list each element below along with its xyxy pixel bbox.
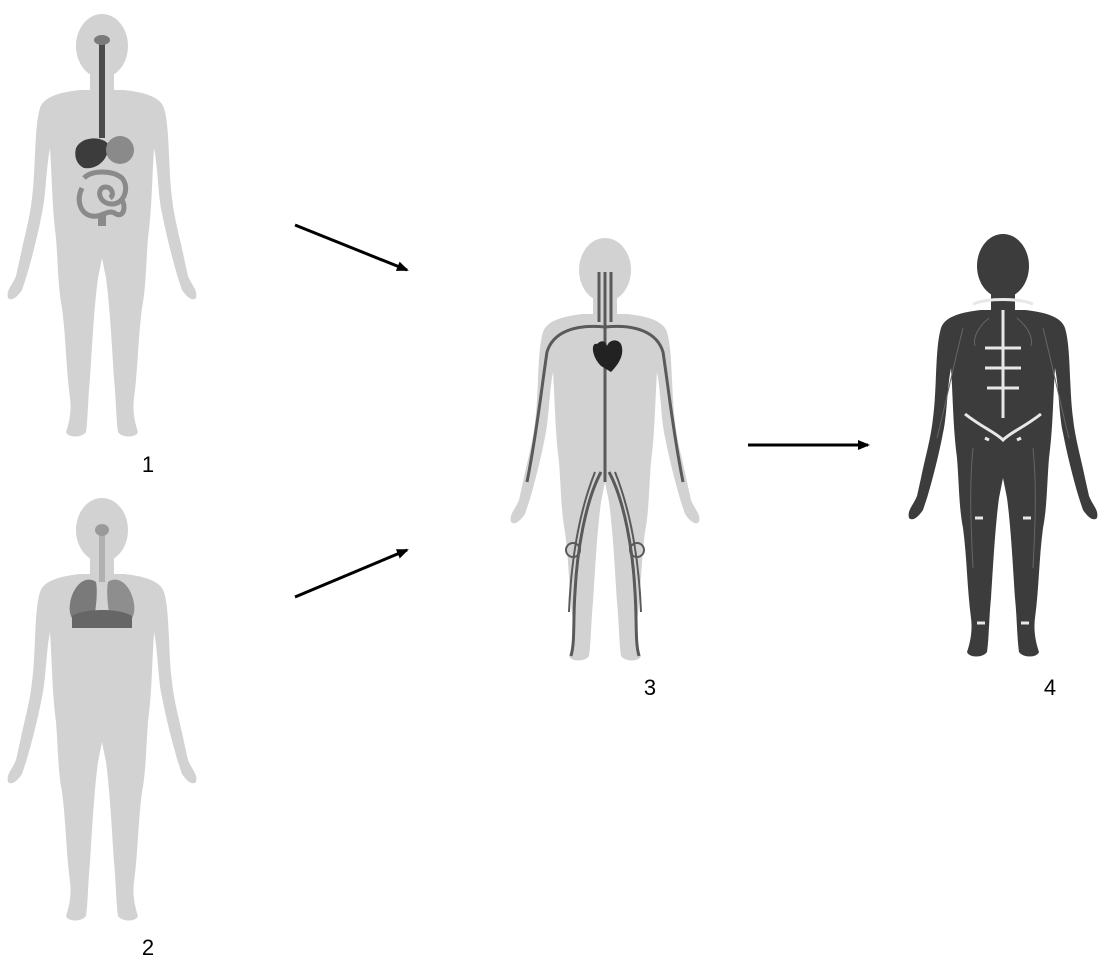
circulatory-system-figure (511, 238, 700, 661)
respiratory-system-figure (8, 498, 197, 921)
diaphragm (72, 610, 132, 628)
larynx (95, 524, 109, 536)
stomach (106, 136, 134, 164)
arrow-2-to-3 (295, 550, 407, 597)
figure-3-label: 3 (644, 675, 656, 700)
figure-4-label: 4 (1044, 675, 1056, 700)
muscular-system-figure (909, 234, 1098, 657)
esophagus (99, 38, 105, 138)
arrow-1-to-3 (295, 225, 407, 270)
figure-1-label: 1 (142, 452, 154, 477)
digestive-system-figure (8, 14, 197, 437)
figure-2-label: 2 (142, 935, 154, 956)
mouth-cavity (94, 35, 110, 45)
